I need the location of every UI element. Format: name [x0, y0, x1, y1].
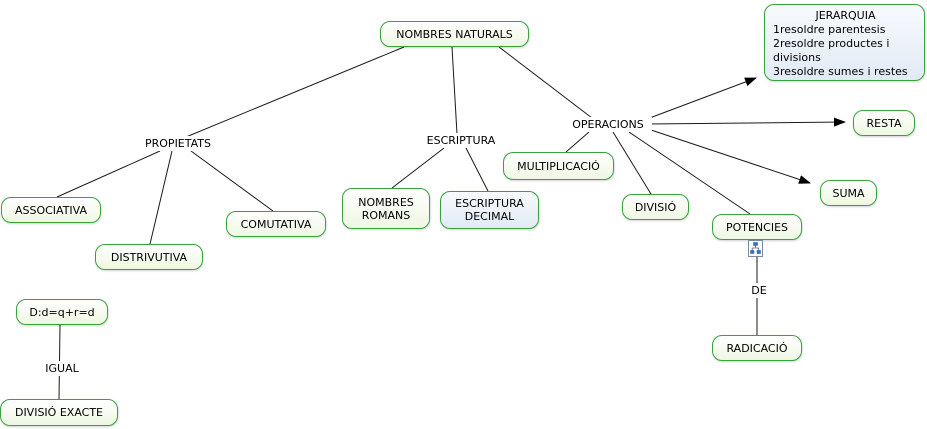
resource-link-icon[interactable]: [748, 240, 763, 257]
concept-node-multiplicacio[interactable]: MULTIPLICACIÓ: [503, 152, 614, 180]
jerarquia-title: JERARQUIA: [815, 9, 876, 22]
jerarquia-line: 3resoldre sumes i restes: [773, 65, 908, 78]
edge-operacions-multiplicacio: [565, 131, 590, 153]
concept-node-jerarquia[interactable]: JERARQUIA 1resoldre parentesis 2resoldre…: [764, 4, 925, 81]
linking-phrase-escriptura[interactable]: ESCRIPTURA: [417, 133, 505, 148]
edge-escriptura-escriptura-decimal: [465, 147, 489, 192]
concept-node-distrivutiva[interactable]: DISTRIVUTIVA: [95, 244, 203, 270]
concept-node-suma[interactable]: SUMA: [820, 180, 877, 206]
edge-escriptura-nombres-romans: [391, 147, 445, 189]
edge-operacions-divisio: [612, 131, 652, 195]
edge-propietats-distrivutiva: [149, 150, 173, 245]
linking-phrase-propietats[interactable]: PROPIETATS: [135, 136, 221, 151]
edge-operacions-jerarquia: [646, 77, 757, 120]
concept-node-divisio-exacte[interactable]: DIVISIÓ EXACTE: [0, 399, 118, 426]
edge-nombres-naturals-propietats: [185, 46, 405, 138]
concept-node-division-formula[interactable]: D:d=q+r=d: [16, 299, 108, 325]
concept-node-potencies[interactable]: POTENCIES: [712, 214, 802, 240]
edge-propietats-comutativa: [190, 150, 274, 212]
concept-node-associativa[interactable]: ASSOCIATIVA: [1, 197, 101, 223]
edge-nombres-naturals-escriptura: [451, 46, 458, 135]
jerarquia-line: 2resoldre productes i divisions: [773, 37, 890, 64]
edge-operacions-resta: [647, 117, 846, 127]
concept-node-resta[interactable]: RESTA: [853, 110, 915, 136]
linking-phrase-operacions[interactable]: OPERACIONS: [564, 117, 652, 132]
edge-propietats-associativa: [56, 150, 161, 198]
concept-node-nombres-naturals[interactable]: NOMBRES NATURALS: [380, 21, 529, 47]
edge-operacions-potencies: [628, 131, 751, 215]
edge-operacions-suma: [644, 127, 811, 184]
concept-node-escriptura-decimal[interactable]: ESCRIPTURA DECIMAL: [440, 191, 539, 229]
linking-phrase-de[interactable]: DE: [743, 283, 775, 298]
concept-node-divisio[interactable]: DIVISIÓ: [622, 194, 689, 220]
edge-nombres-naturals-operacions: [498, 46, 593, 119]
concept-node-radicacio[interactable]: RADICACIÓ: [712, 335, 802, 361]
jerarquia-line: 1resoldre parentesis: [773, 23, 886, 36]
concept-node-comutativa[interactable]: COMUTATIVA: [226, 211, 326, 237]
linking-phrase-igual[interactable]: IGUAL: [38, 361, 86, 376]
concept-node-nombres-romans[interactable]: NOMBRES ROMANS: [342, 188, 430, 229]
